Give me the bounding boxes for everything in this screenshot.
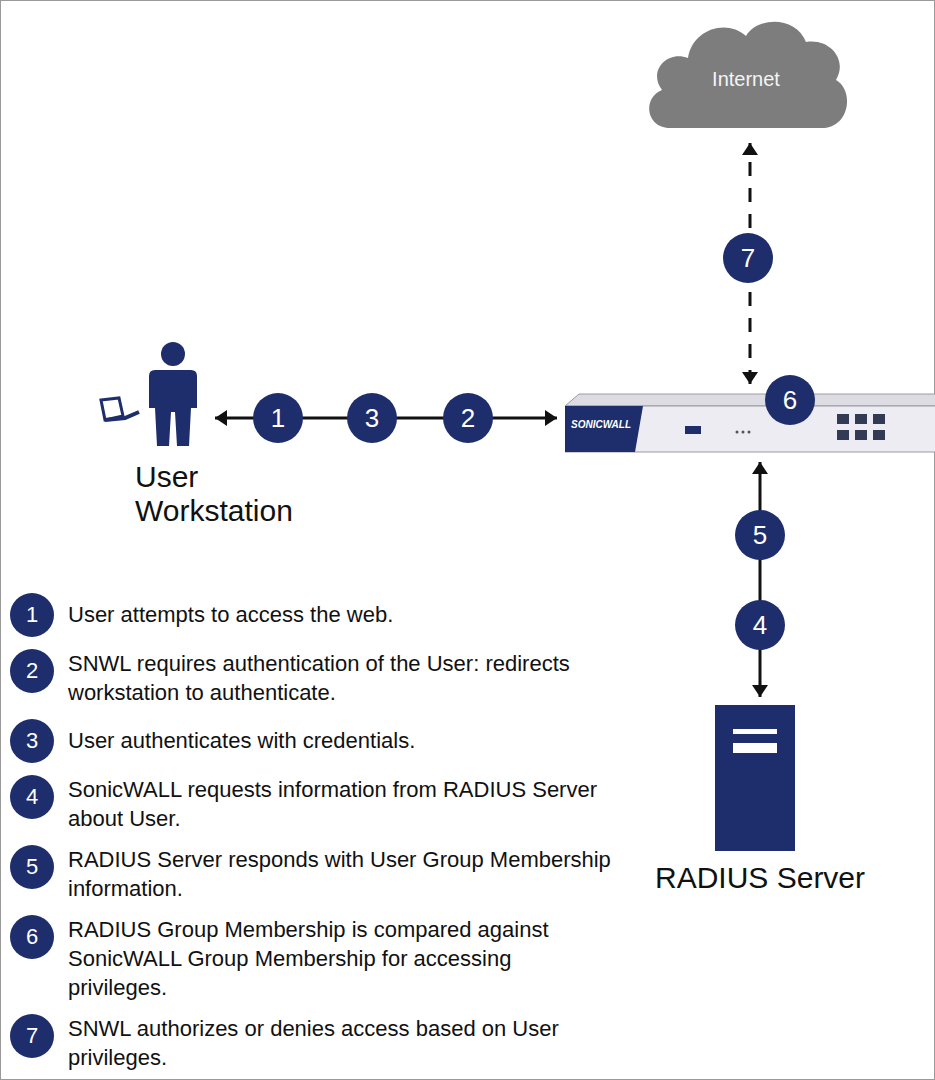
appliance-front xyxy=(565,406,935,452)
node-label: User Workstation xyxy=(135,460,335,528)
legend-callout: 5 xyxy=(10,845,54,889)
legend-callout: 6 xyxy=(10,915,54,959)
legend-text: User authenticates with credentials. xyxy=(68,726,613,755)
callout-number: 2 xyxy=(443,393,493,443)
laptop-base xyxy=(105,412,139,420)
node-label: RADIUS Server xyxy=(655,861,855,895)
legend-row: 3 User authenticates with credentials. xyxy=(10,719,613,763)
legend-callout: 7 xyxy=(10,1014,54,1058)
arrowhead xyxy=(215,410,227,426)
callout-number: 3 xyxy=(347,393,397,443)
status-led xyxy=(742,431,745,434)
arrowhead xyxy=(742,372,758,384)
arrowhead xyxy=(742,143,758,155)
radius-server: RADIUS Server xyxy=(715,705,795,851)
legend-callout: 2 xyxy=(10,649,54,693)
legend-row: 5 RADIUS Server responds with User Group … xyxy=(10,845,613,903)
drive-bay xyxy=(733,743,777,753)
legend-text: SNWL authorizes or denies access based o… xyxy=(68,1014,613,1072)
status-led xyxy=(748,431,751,434)
user-workstation: User Workstation xyxy=(95,340,207,448)
appliance-top xyxy=(565,394,935,406)
callout-number: 1 xyxy=(253,393,303,443)
callout-number: 4 xyxy=(735,600,785,650)
legend-text: RADIUS Server responds with User Group M… xyxy=(68,845,613,903)
ethernet-ports xyxy=(837,414,885,440)
callout-number: 7 xyxy=(723,233,773,283)
server-tower xyxy=(715,705,795,851)
sonicwall-appliance: SONICWALL xyxy=(565,392,935,454)
legend-row: 4 SonicWALL requests information from RAD… xyxy=(10,775,613,833)
arrowhead xyxy=(752,462,768,474)
legend-callout: 3 xyxy=(10,719,54,763)
legend-text: User attempts to access the web. xyxy=(68,600,613,629)
legend-row: 7 SNWL authorizes or denies access based … xyxy=(10,1014,613,1072)
arrowhead xyxy=(545,410,557,426)
legend-text: RADIUS Group Membership is compared agai… xyxy=(68,915,613,1002)
arrowhead xyxy=(752,685,768,697)
user-icon xyxy=(95,340,207,448)
callout-number: 5 xyxy=(735,510,785,560)
legend-row: 1 User attempts to access the web. xyxy=(10,593,613,637)
logo-panel xyxy=(565,406,643,452)
tower-body xyxy=(715,705,795,851)
callout-number: 6 xyxy=(765,375,815,425)
legend-text: SonicWALL requests information from RADI… xyxy=(68,775,613,833)
legend-callout: 1 xyxy=(10,593,54,637)
legend-row: 6 RADIUS Group Membership is compared aga… xyxy=(10,915,613,1002)
node-label: SONICWALL xyxy=(571,419,631,430)
legend-callout: 4 xyxy=(10,775,54,819)
connector xyxy=(759,462,762,697)
user-head xyxy=(161,342,185,366)
console-port xyxy=(685,426,701,434)
legend-row: 2 SNWL requires authentication of the Use… xyxy=(10,649,613,707)
legend-text: SNWL requires authentication of the User… xyxy=(68,649,613,707)
internet-cloud: Internet xyxy=(640,10,852,135)
status-led xyxy=(736,431,739,434)
drive-bay xyxy=(733,729,777,734)
user-body xyxy=(149,370,197,446)
node-label: Internet xyxy=(640,68,852,91)
